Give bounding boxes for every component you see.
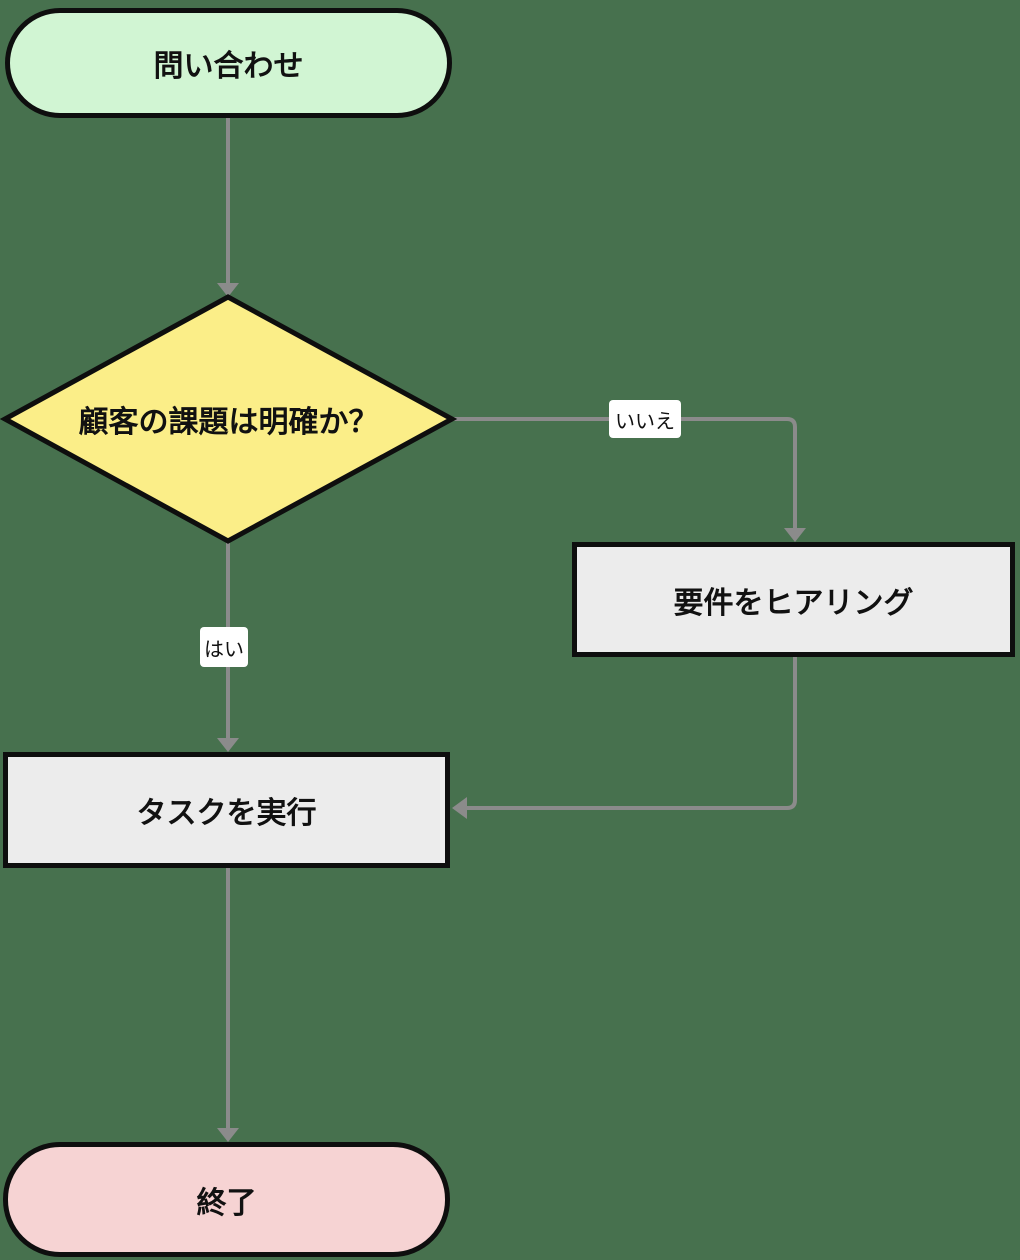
edge-label-yes: はい	[200, 627, 248, 667]
edge-hearing-to-task	[467, 657, 797, 810]
arrowhead-into-hearing-icon	[784, 528, 806, 542]
node-decision-label: 顧客の課題は明確か？	[78, 406, 379, 439]
edge-label-yes-text: はい	[204, 638, 244, 661]
node-start-label: 問い合わせ	[153, 50, 304, 83]
edge-decision-no-to-hearing	[453, 417, 797, 528]
node-decision: 顧客の課題は明確か？	[5, 297, 452, 541]
node-hearing-label: 要件をヒアリング	[673, 586, 914, 620]
edge-label-no-text: いいえ	[615, 410, 675, 433]
node-task-label: タスクを実行	[136, 797, 317, 830]
edge-label-no: いいえ	[609, 400, 681, 438]
node-decision-shape	[0, 294, 458, 544]
arrowhead-into-end-icon	[217, 1128, 239, 1142]
arrowhead-into-task-top-icon	[217, 738, 239, 752]
node-task: タスクを実行	[3, 752, 450, 868]
node-hearing: 要件をヒアリング	[572, 542, 1015, 657]
edge-lines	[226, 118, 797, 1128]
edge-arrowheads	[217, 283, 806, 1142]
arrowhead-into-decision-icon	[217, 283, 239, 297]
arrowhead-into-task-side-icon	[452, 797, 467, 819]
node-end-label: 終了	[196, 1186, 257, 1220]
node-end: 終了	[3, 1142, 450, 1257]
node-start: 問い合わせ	[5, 8, 452, 118]
